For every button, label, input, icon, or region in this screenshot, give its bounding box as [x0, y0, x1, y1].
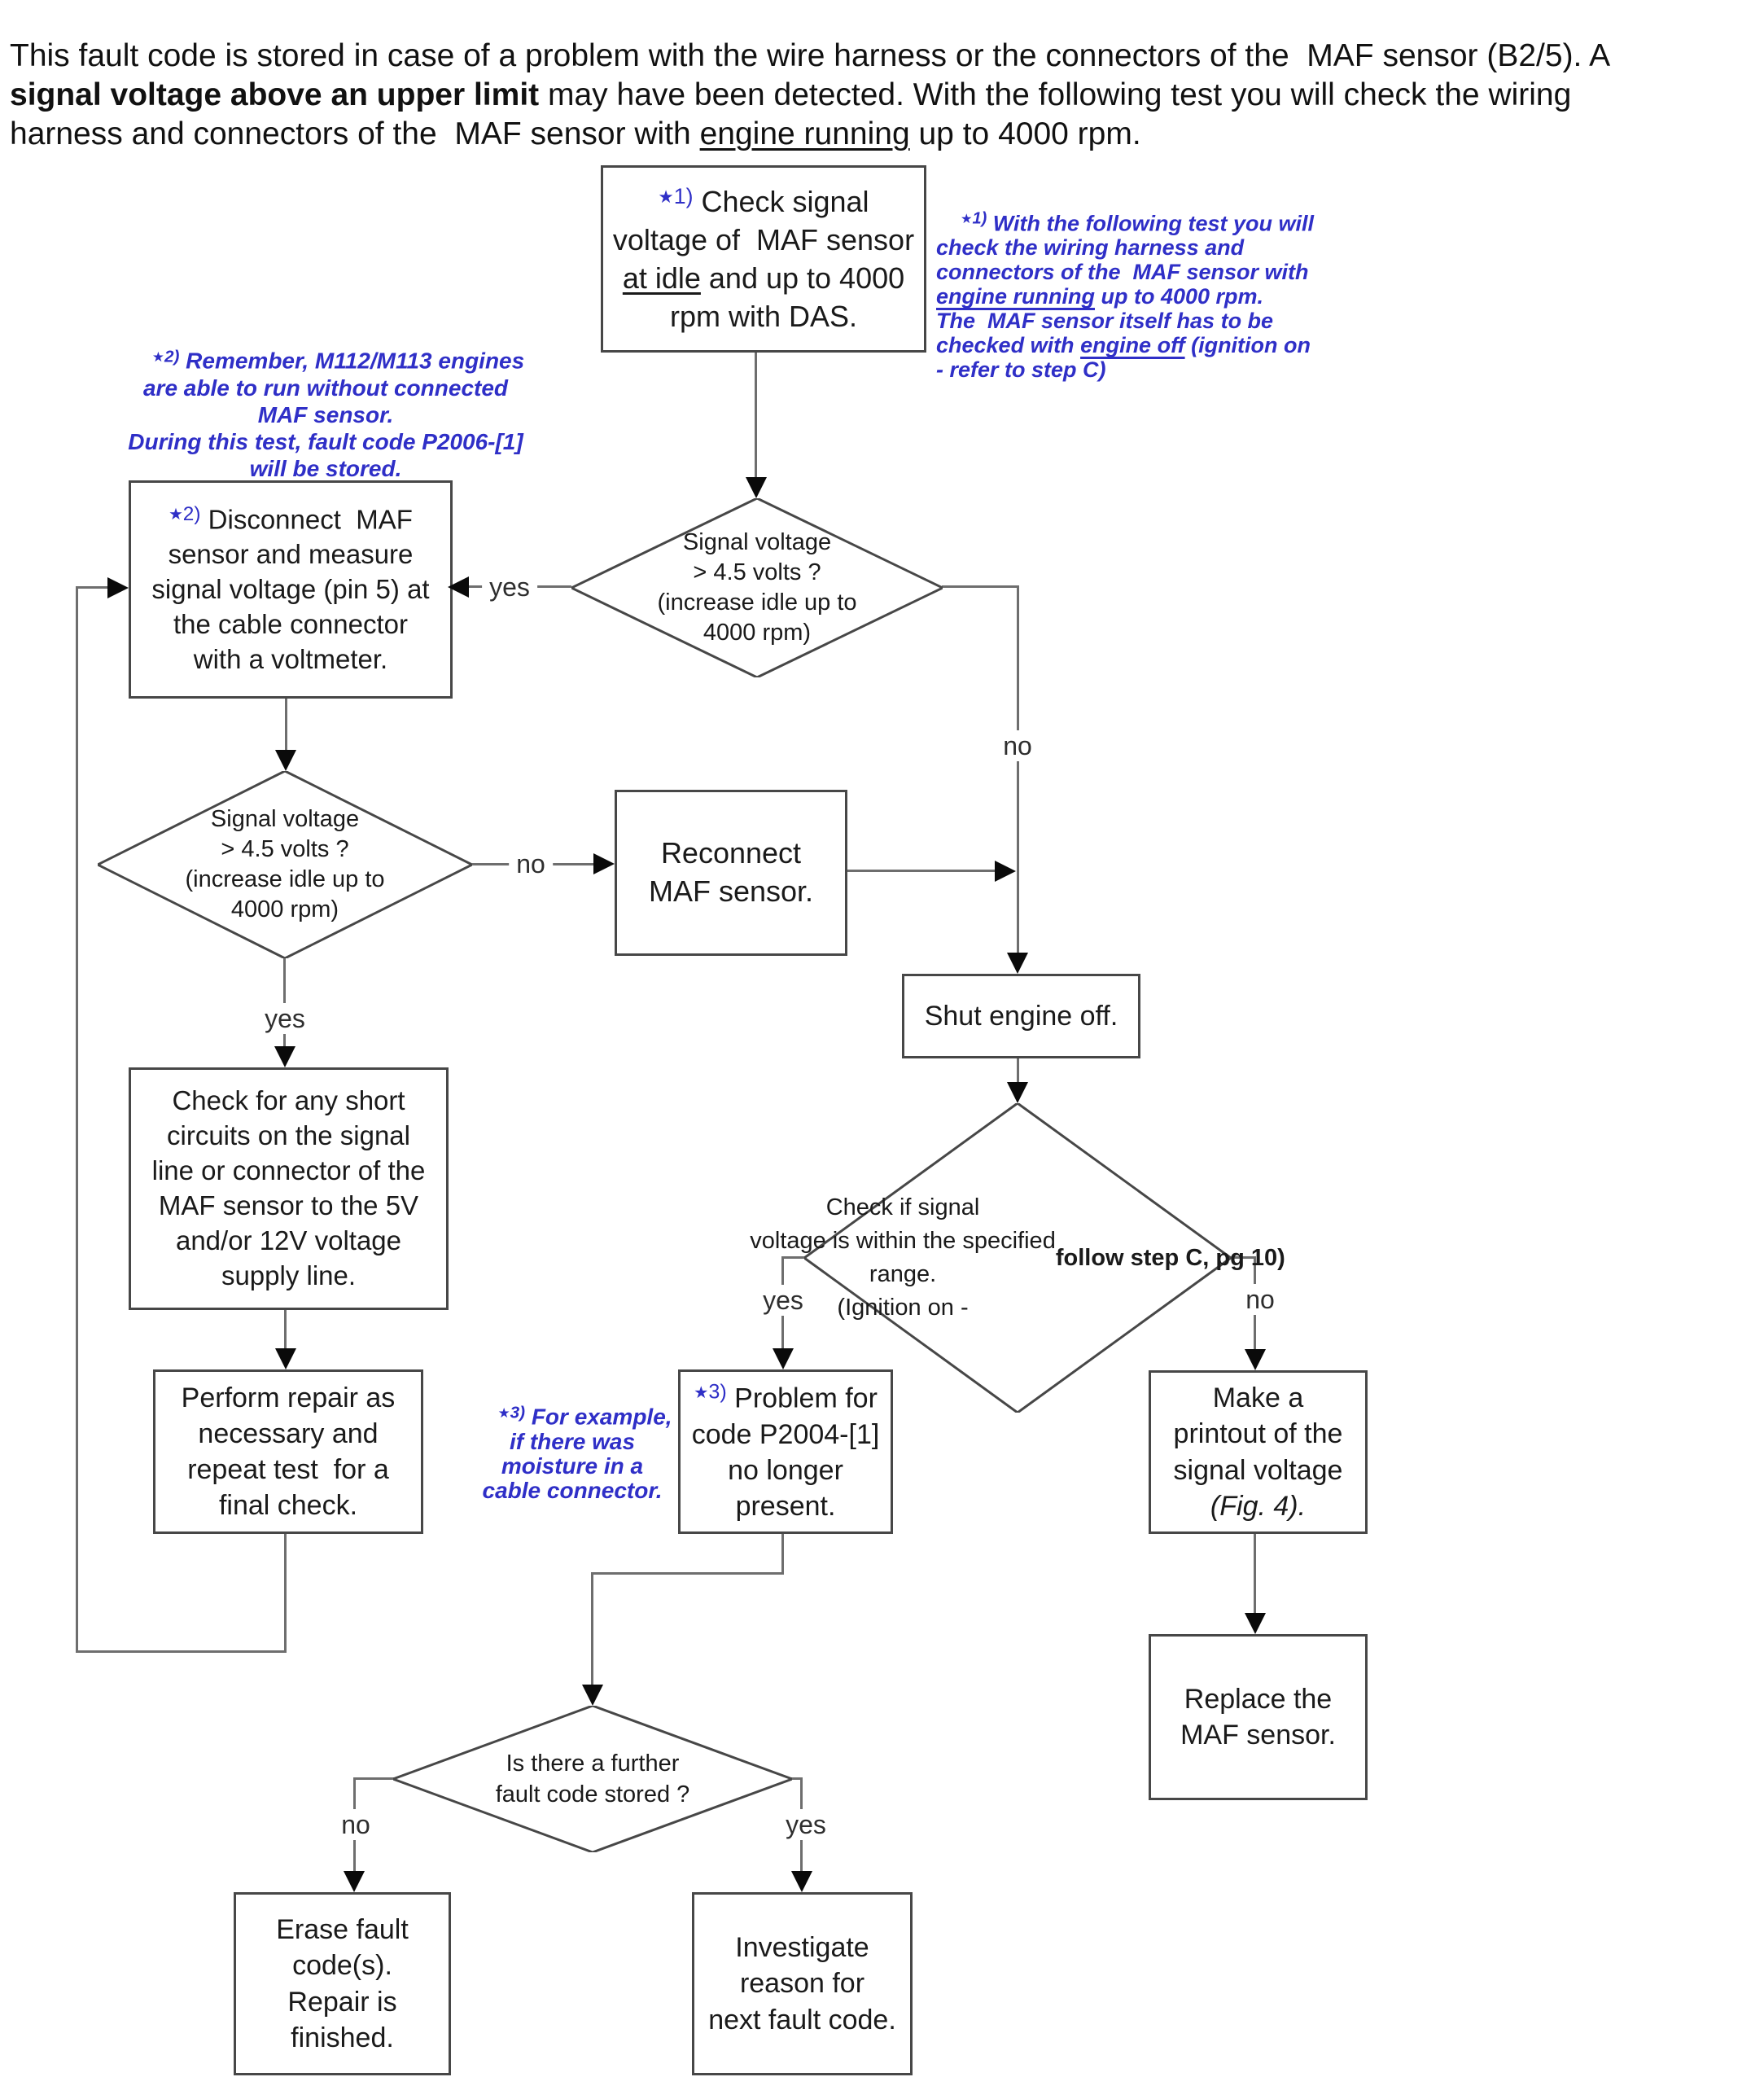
node-make-printout: Make a printout of the signal voltage (F… — [1149, 1370, 1368, 1534]
connector-d4-no-h — [353, 1777, 394, 1780]
arrowhead-right-icon — [107, 577, 129, 598]
edge-label-no: no — [996, 730, 1040, 761]
edge-label-yes: yes — [778, 1809, 834, 1840]
diamond-shape — [98, 771, 472, 958]
note-check-wiring: ★1) With the following test you will che… — [936, 210, 1315, 383]
edge-label-yes: yes — [755, 1285, 811, 1316]
connector-d3-no-h — [1229, 1256, 1256, 1259]
decision-signal-voltage-2: Signal voltage > 4.5 volts ? (increase i… — [98, 771, 472, 958]
decision-voltage-range: Check if signal voltage is within the sp… — [750, 1103, 1285, 1413]
intro-text: up to 4000 rpm. — [909, 116, 1141, 151]
node-erase-fault-codes: Erase fault code(s). Repair is finished. — [234, 1892, 451, 2075]
arrowhead-down-icon — [1007, 1082, 1028, 1103]
connector-problem-to-d4 — [591, 1572, 593, 1688]
footnote-marker-1: ★1) — [658, 183, 694, 208]
connector-printout-to-replace — [1254, 1529, 1256, 1616]
arrowhead-down-icon — [274, 1046, 295, 1067]
footnote-marker-2: ★2) — [151, 347, 180, 366]
arrowhead-down-icon — [791, 1871, 812, 1892]
edge-label-no: no — [1238, 1284, 1282, 1315]
connector-problem-left — [591, 1572, 784, 1575]
arrowhead-right-icon — [593, 853, 615, 874]
footnote-marker-1: ★1) — [961, 210, 987, 228]
node-perform-repair: Perform repair as necessary and repeat t… — [153, 1369, 423, 1534]
arrowhead-down-icon — [275, 750, 296, 771]
connector-start-to-d1 — [755, 348, 757, 480]
connector-disconnect-to-d2 — [285, 694, 287, 755]
connector-loop-entry — [76, 586, 110, 589]
connector-d1-no-h — [942, 585, 1019, 588]
edge-label-no: no — [334, 1809, 378, 1840]
connector-shut-to-d3 — [1017, 1054, 1019, 1086]
node-check-short-circuits: Check for any short circuits on the sign… — [129, 1067, 449, 1310]
diamond-shape — [393, 1706, 792, 1852]
figure-reference: (Fig. 4). — [1210, 1490, 1307, 1522]
intro-text: may have been detected. With the followi… — [10, 77, 1572, 151]
node-investigate-next-fault: Investigate reason for next fault code. — [692, 1892, 913, 2075]
arrowhead-down-icon — [1245, 1613, 1266, 1634]
note-moisture-example: ★3) For example, if there was moisture i… — [482, 1403, 672, 1503]
diamond-shape — [804, 1103, 1231, 1413]
arrowhead-down-icon — [344, 1871, 365, 1892]
connector-loop-rail — [76, 586, 78, 1653]
node-replace-maf: Replace the MAF sensor. — [1149, 1634, 1368, 1800]
edge-label-yes: yes — [257, 1003, 313, 1034]
connector-problem-down — [781, 1529, 784, 1575]
node-disconnect-maf: ★2) Disconnect MAF sensor and measure si… — [129, 480, 453, 699]
arrowhead-down-icon — [746, 477, 767, 498]
intro-underlined-text: engine running — [699, 116, 910, 151]
node-problem-resolved: ★3) Problem for code P2004-[1] no longer… — [678, 1369, 893, 1534]
decision-further-fault-code: Is there a further fault code stored ? — [393, 1706, 792, 1852]
connector-loop-down — [284, 1529, 287, 1653]
arrowhead-down-icon — [1245, 1349, 1266, 1370]
node-check-signal-voltage: ★1) Check signal voltage of MAF sensor a… — [601, 165, 926, 353]
intro-paragraph: This fault code is stored in case of a p… — [10, 37, 1760, 154]
arrowhead-down-icon — [773, 1348, 794, 1369]
arrowhead-right-icon — [995, 861, 1016, 882]
connector-d4-yes-h — [791, 1777, 803, 1780]
connector-loop-bottom — [76, 1650, 286, 1653]
intro-bold-text: signal voltage above an upper limit — [10, 77, 540, 112]
connector-reconnect-merge — [843, 870, 997, 872]
node-shut-engine-off: Shut engine off. — [902, 974, 1140, 1058]
connector-check-to-perform — [284, 1305, 287, 1352]
arrowhead-down-icon — [582, 1685, 603, 1706]
connector-d1-no-v — [1017, 585, 1019, 956]
footnote-marker-3: ★3) — [694, 1380, 727, 1404]
connector-d3-yes-h — [781, 1256, 806, 1259]
intro-text: This fault code is stored in case of a p… — [10, 38, 1611, 73]
diamond-shape — [571, 498, 943, 677]
arrowhead-down-icon — [1007, 953, 1028, 974]
arrowhead-down-icon — [275, 1348, 296, 1369]
arrowhead-left-icon — [448, 576, 469, 598]
edge-label-yes: yes — [482, 572, 537, 603]
node-reconnect-maf: Reconnect MAF sensor. — [615, 790, 847, 956]
footnote-marker-2: ★2) — [169, 503, 201, 526]
bold-step-reference: follow step C, pg 10) — [1055, 1244, 1285, 1271]
edge-label-no: no — [509, 848, 553, 879]
decision-signal-voltage-1: Signal voltage > 4.5 volts ? (increase i… — [571, 498, 943, 677]
footnote-marker-3: ★3) — [497, 1403, 526, 1422]
